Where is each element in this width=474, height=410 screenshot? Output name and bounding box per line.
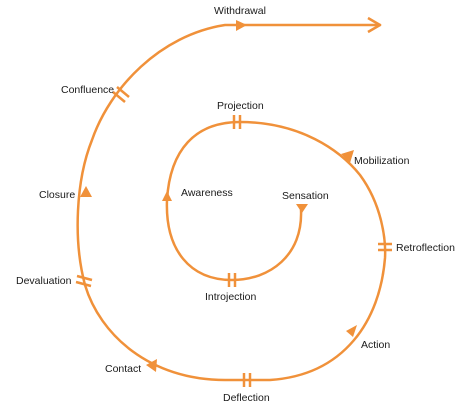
label-withdrawal: Withdrawal <box>214 5 266 17</box>
label-devaluation: Devaluation <box>16 275 72 287</box>
marker-introjection <box>227 273 237 287</box>
marker-confluence <box>112 86 130 103</box>
arrow-withdrawal-end <box>367 16 382 34</box>
spiral-path <box>76 23 387 382</box>
interruption-markers <box>75 86 392 387</box>
marker-projection <box>232 115 242 129</box>
arrow-contact <box>146 359 157 372</box>
arrow-withdrawal-mid <box>236 20 247 31</box>
label-awareness: Awareness <box>181 187 233 199</box>
marker-deflection <box>242 373 252 387</box>
arrow-awareness <box>162 191 172 201</box>
spiral-inner-segment <box>76 23 387 382</box>
label-retroflection: Retroflection <box>396 242 455 254</box>
label-action: Action <box>361 339 390 351</box>
label-projection: Projection <box>217 100 264 112</box>
arrow-mobilization <box>341 150 354 163</box>
label-contact: Contact <box>105 363 141 375</box>
label-sensation: Sensation <box>282 190 329 202</box>
label-confluence: Confluence <box>61 84 114 96</box>
arrow-closure <box>80 186 92 197</box>
labels: Withdrawal Confluence Projection Mobiliz… <box>16 5 455 404</box>
label-deflection: Deflection <box>223 392 270 404</box>
arrowheads <box>80 16 382 372</box>
label-closure: Closure <box>39 189 75 201</box>
arrow-action <box>346 325 357 337</box>
label-mobilization: Mobilization <box>354 155 410 167</box>
label-introjection: Introjection <box>205 291 257 303</box>
arrow-sensation <box>296 204 308 213</box>
marker-devaluation <box>75 274 93 288</box>
marker-retroflection <box>378 242 392 252</box>
